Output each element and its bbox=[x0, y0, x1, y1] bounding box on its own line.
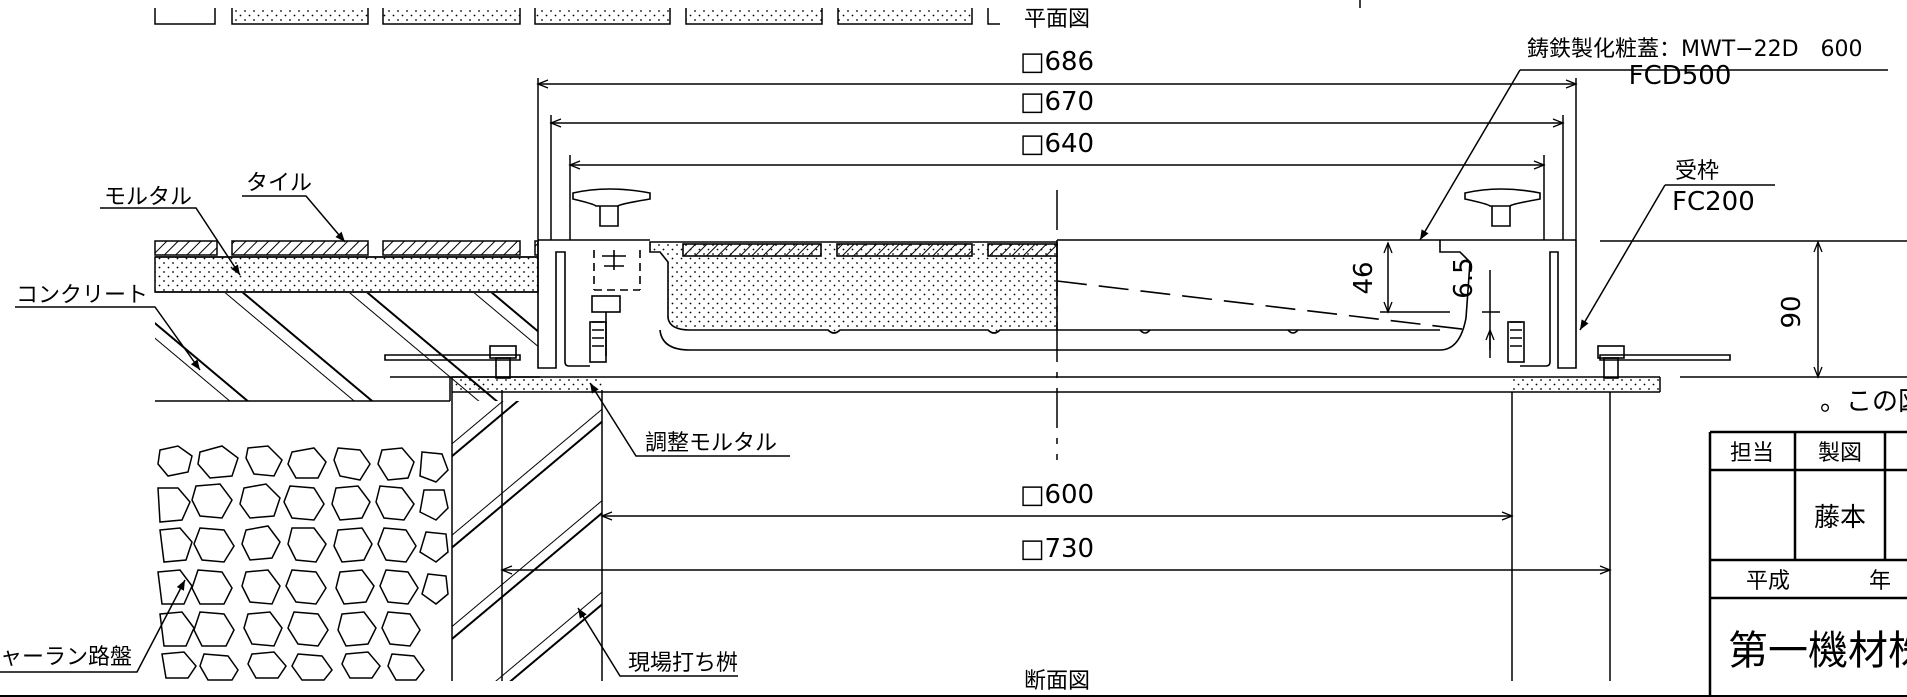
title-drafter: 藤本 bbox=[1814, 503, 1866, 533]
title-block bbox=[1708, 430, 1907, 697]
vertical-dimensions bbox=[1380, 240, 1907, 379]
title-col-charge: 担当 bbox=[1730, 441, 1774, 466]
tile-label: タイル bbox=[246, 171, 312, 196]
title-era: 平成 bbox=[1746, 569, 1790, 594]
pit-wall-left bbox=[451, 376, 1660, 681]
dim-90: 90 bbox=[1777, 295, 1807, 328]
dim-730: □730 bbox=[1020, 534, 1094, 564]
frame-material-label: FC200 bbox=[1672, 187, 1755, 217]
title-company: 第一機材株 bbox=[1728, 628, 1907, 674]
bottom-dimensions bbox=[500, 511, 1612, 575]
dim-46: 46 bbox=[1349, 261, 1379, 294]
note-fragment: 。この図 bbox=[1820, 387, 1907, 417]
dim-686: □686 bbox=[1020, 47, 1094, 77]
title-year-unit: 年 bbox=[1869, 569, 1891, 594]
concrete-label: コンクリート bbox=[16, 283, 148, 308]
cover-body bbox=[649, 239, 1471, 351]
top-dimensions bbox=[536, 78, 1578, 240]
cast-in-place-label: 現場打ち桝 bbox=[628, 651, 738, 676]
mortar-label: モルタル bbox=[104, 185, 192, 210]
adjust-mortar-label: 調整モルタル bbox=[645, 431, 777, 456]
dim-670: □670 bbox=[1020, 87, 1094, 117]
frame-name-label: 受枠 bbox=[1675, 159, 1719, 184]
dim-6-5: 6.5 bbox=[1449, 257, 1479, 298]
dim-600: □600 bbox=[1020, 480, 1094, 510]
cover-material-label: FCD500 bbox=[1629, 61, 1732, 91]
plan-view-label: 平面図 bbox=[1024, 7, 1090, 32]
plan-strip bbox=[154, 0, 1361, 25]
crusher-run-label: ャーラン路盤 bbox=[0, 645, 132, 670]
pit-wall-right bbox=[1511, 377, 1661, 681]
dim-640: □640 bbox=[1020, 129, 1094, 159]
cover-name-label: 鋳鉄製化粧蓋：MWT−22D 600 bbox=[1527, 37, 1863, 62]
frame-left bbox=[384, 188, 651, 379]
title-col-drawing: 製図 bbox=[1818, 441, 1862, 466]
leader-lines bbox=[0, 69, 1888, 677]
frame-right bbox=[1460, 188, 1731, 379]
crushed-stone-base bbox=[155, 445, 450, 681]
section-view-label: 断面図 bbox=[1024, 669, 1090, 694]
